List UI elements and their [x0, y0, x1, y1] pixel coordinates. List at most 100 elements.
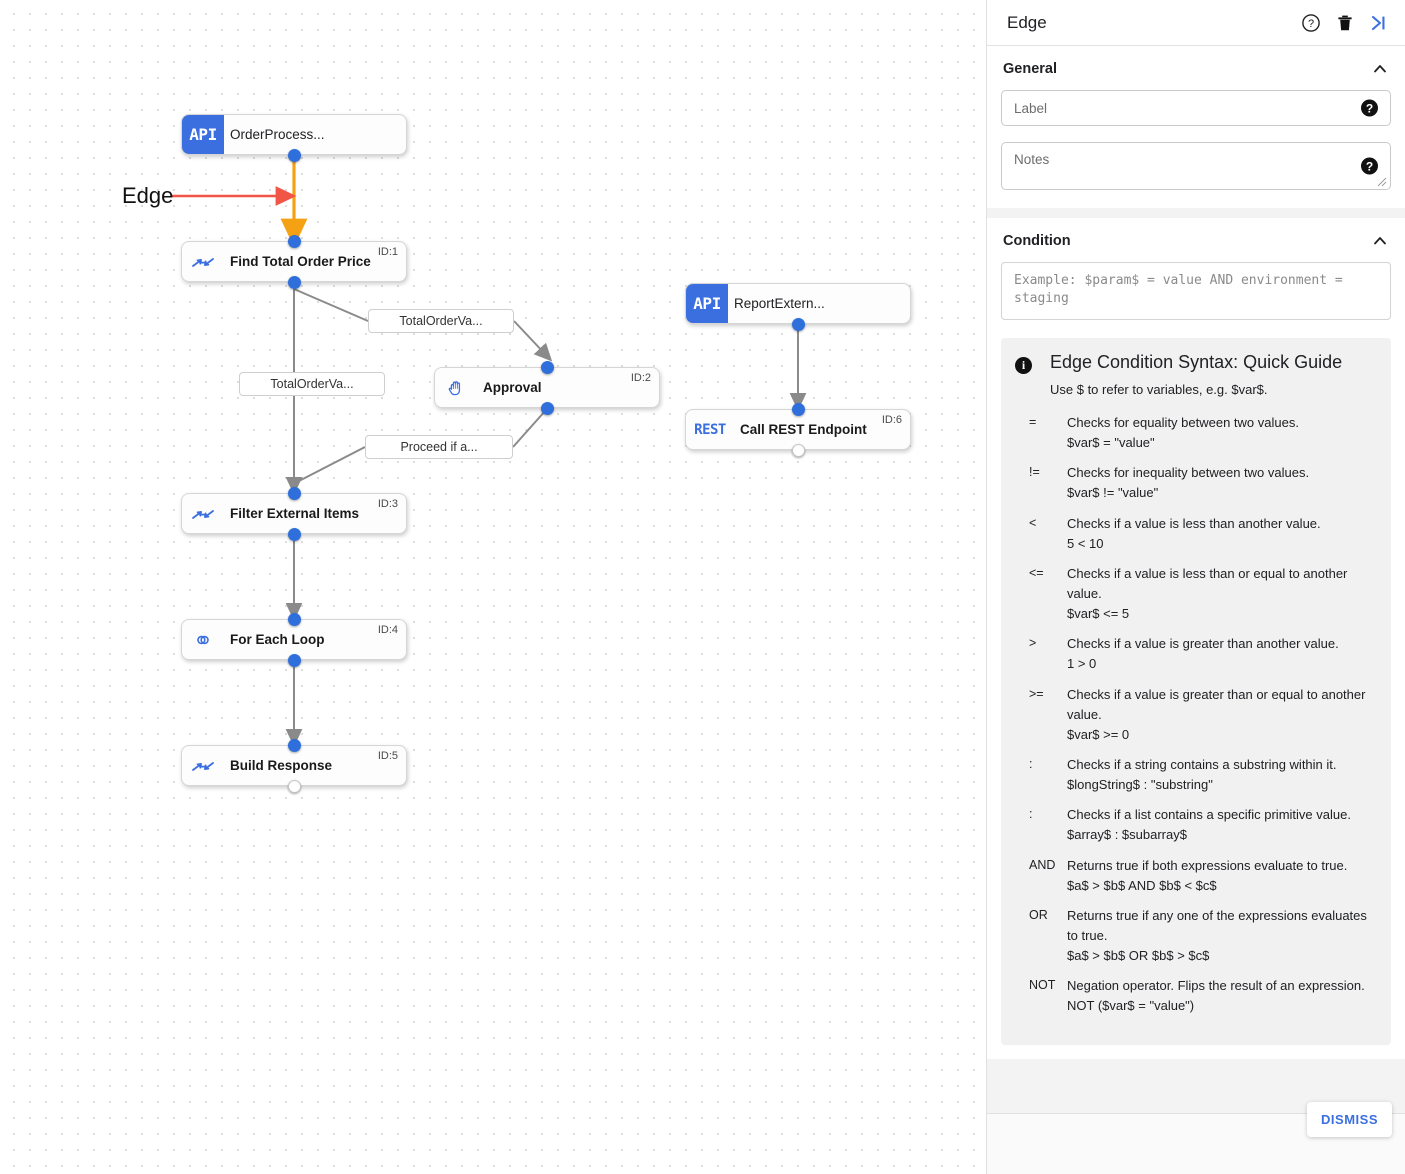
operator-description: Returns true if any one of the expressio…	[1067, 907, 1367, 943]
rest-icon: REST	[694, 421, 726, 438]
edge-n1-approval-b	[513, 320, 553, 362]
node-port-out[interactable]	[287, 527, 301, 541]
node-port-out[interactable]	[287, 148, 301, 162]
node-title: ReportExtern...	[734, 296, 825, 311]
node-title: OrderProcess...	[230, 127, 325, 142]
node-port-in[interactable]	[287, 486, 301, 500]
operator-row: >=Checks if a value is greater than or e…	[1029, 685, 1375, 745]
edge-label[interactable]: TotalOrderVa...	[239, 372, 385, 396]
node-title: Call REST Endpoint	[740, 422, 867, 437]
label-help-icon[interactable]: ?	[1361, 99, 1378, 117]
dismiss-button[interactable]: DISMISS	[1307, 1102, 1392, 1137]
node-id-label: ID:3	[377, 498, 398, 510]
node-port-out[interactable]	[791, 317, 805, 331]
node-port-in[interactable]	[791, 402, 805, 416]
guide-subtitle: Use $ to refer to variables, e.g. $var$.	[1050, 382, 1268, 397]
condition-input[interactable]	[1002, 263, 1390, 319]
condition-field[interactable]	[1001, 262, 1391, 320]
node-port-out[interactable]	[287, 275, 301, 289]
operator-symbol: <	[1029, 515, 1037, 530]
edge-label[interactable]: Proceed if a...	[365, 435, 513, 459]
general-section-header[interactable]: General	[1001, 60, 1391, 90]
collapse-right-icon-svg	[1371, 15, 1385, 30]
guide-text-block: Edge Condition Syntax: Quick Guide Use $…	[1032, 352, 1342, 397]
condition-section-title: Condition	[1003, 233, 1071, 249]
condition-section: Condition i Edge Condition Syntax: Qui	[987, 218, 1405, 1059]
node-id-label: ID:5	[377, 750, 398, 762]
node-port-out[interactable]	[540, 401, 554, 415]
merge-arrows-icon	[182, 746, 224, 785]
node-port-out[interactable]	[287, 653, 301, 667]
api-icon: API	[182, 115, 224, 154]
operator-description: Checks if a list contains a specific pri…	[1067, 807, 1351, 823]
label-input[interactable]	[1002, 100, 1390, 116]
node-title: For Each Loop	[230, 632, 325, 647]
operator-row: =Checks for equality between two values.…	[1029, 413, 1375, 453]
node-title: Find Total Order Price	[230, 254, 371, 269]
node-port-out[interactable]	[791, 443, 805, 457]
hand-icon-svg	[448, 380, 461, 395]
node-title: Build Response	[230, 758, 333, 773]
collapse-panel-icon[interactable]	[1369, 13, 1389, 33]
node-port-in[interactable]	[287, 612, 301, 626]
operator-example: $var$ >= 0	[1067, 726, 1130, 742]
delete-icon[interactable]	[1335, 13, 1355, 33]
trash-icon-svg	[1338, 15, 1352, 30]
node-id-label: ID:6	[881, 414, 902, 426]
operator-example: $var$ = "value"	[1067, 435, 1155, 451]
operator-row: !=Checks for inequality between two valu…	[1029, 463, 1375, 503]
resize-handle-icon[interactable]	[1377, 177, 1387, 187]
operator-row: : Checks if a list contains a specific pr…	[1029, 805, 1375, 845]
guide-title: Edge Condition Syntax: Quick Guide	[1050, 352, 1343, 372]
chevron-up-icon[interactable]	[1371, 60, 1389, 78]
edge-label[interactable]: TotalOrderVa...	[368, 309, 514, 333]
operator-symbol: >=	[1029, 686, 1044, 701]
panel-footer: DISMISS	[987, 1102, 1405, 1174]
operator-description: Returns true if both expressions evaluat…	[1067, 857, 1348, 873]
operator-description: Checks if a string contains a substring …	[1067, 756, 1337, 772]
infinity-icon-svg	[197, 635, 209, 644]
chevron-up-icon[interactable]	[1371, 232, 1389, 250]
workflow-node-n6[interactable]: API ReportExtern...	[685, 283, 911, 324]
label-field[interactable]: ?	[1001, 90, 1391, 126]
help-icon[interactable]: ?	[1301, 13, 1321, 33]
chevron-up-icon-svg	[1374, 237, 1386, 245]
operator-symbol: NOT	[1029, 978, 1056, 993]
guide-header: i Edge Condition Syntax: Quick Guide Use…	[1015, 352, 1375, 397]
operator-example: 1 > 0	[1067, 656, 1097, 672]
notes-input[interactable]	[1002, 143, 1390, 189]
general-section: General ? ?	[987, 46, 1405, 208]
node-port-in[interactable]	[540, 360, 554, 374]
merge-arrows-icon	[182, 242, 224, 281]
api-icon: API	[686, 284, 728, 323]
general-section-title: General	[1003, 61, 1057, 77]
condition-syntax-guide: i Edge Condition Syntax: Quick Guide Use…	[1001, 338, 1391, 1045]
workflow-node-n0[interactable]: API OrderProcess...	[181, 114, 407, 155]
node-port-out[interactable]	[287, 779, 301, 793]
operator-row: <=Checks if a value is less than or equa…	[1029, 564, 1375, 624]
notes-field[interactable]: ?	[1001, 142, 1391, 190]
node-port-in[interactable]	[287, 738, 301, 752]
panel-body: General ? ?	[987, 46, 1405, 1113]
operator-example: $array$ : $subarray$	[1067, 827, 1187, 843]
notes-help-icon[interactable]: ?	[1361, 157, 1378, 175]
node-port-in[interactable]	[287, 234, 301, 248]
operator-row: > Checks if a value is greater than anoth…	[1029, 634, 1375, 674]
panel-title: Edge	[1007, 12, 1047, 32]
help-icon-svg: ?	[1302, 13, 1320, 32]
operator-description: Checks if a value is less than or equal …	[1067, 565, 1348, 601]
condition-section-header[interactable]: Condition	[1001, 232, 1391, 262]
svg-text:?: ?	[1308, 18, 1314, 30]
workflow-node-n5[interactable]: Build Response ID:5	[181, 745, 407, 786]
workflow-node-n7[interactable]: REST Call REST Endpoint ID:6	[685, 409, 911, 450]
operator-symbol: :	[1029, 807, 1033, 822]
operator-row: :Checks if a string contains a substring…	[1029, 755, 1375, 795]
operator-description: Checks if a value is greater than anothe…	[1067, 636, 1339, 652]
operator-symbol: >	[1029, 636, 1037, 651]
